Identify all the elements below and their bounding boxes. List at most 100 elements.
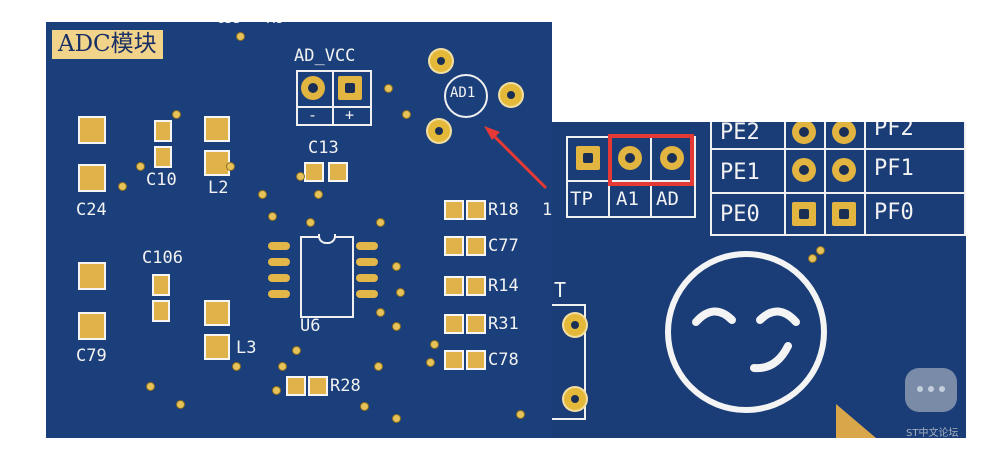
via — [516, 410, 525, 419]
tp-label: TP — [570, 188, 593, 210]
u6-pin-1 — [268, 242, 290, 250]
u6-pin-4 — [268, 290, 290, 298]
pf2-label: PF2 — [874, 122, 914, 141]
c10-pad-1 — [154, 120, 172, 142]
u6-pin-5 — [356, 242, 378, 250]
r18-pad-1 — [444, 200, 464, 220]
via — [272, 386, 281, 395]
r14-label: R14 — [488, 276, 519, 296]
c78-pad-2 — [466, 350, 486, 370]
c77-pad-2 — [466, 236, 486, 256]
via — [226, 162, 235, 171]
via — [426, 358, 435, 367]
via — [236, 32, 245, 41]
via — [146, 382, 155, 391]
l2-pad-1 — [204, 116, 230, 142]
pe1-label: PE1 — [720, 160, 760, 185]
c79-label: C79 — [76, 346, 107, 366]
ad1-label: AD1 — [450, 85, 476, 101]
t-pin-2 — [562, 386, 588, 412]
watermark-text: ST中文论坛 — [906, 428, 959, 439]
ad1-via-bottom — [426, 118, 452, 144]
tp-pin — [576, 146, 600, 170]
pin-header-board: TP A1 AD PE2 PE1 PE0 PF2 PF1 PF0 T — [552, 122, 966, 438]
r14-pad-1 — [444, 276, 464, 296]
pe-pf-divider — [710, 192, 966, 194]
via — [232, 362, 241, 371]
via — [808, 254, 817, 263]
u6-label: U6 — [300, 316, 321, 336]
r18-pad-2 — [466, 200, 486, 220]
via — [392, 262, 401, 271]
c77-label: C77 — [488, 236, 519, 256]
c78-label: C78 — [488, 350, 519, 370]
ad-vcc-pin-minus — [301, 76, 325, 100]
via — [360, 402, 369, 411]
r28-pad-2 — [308, 376, 328, 396]
u6-outline — [300, 236, 354, 318]
edge-pin-1-label: 1 — [542, 200, 552, 220]
ad-vcc-pin-plus — [338, 76, 362, 100]
c78-pad-1 — [444, 350, 464, 370]
pf0-label: PF0 — [874, 200, 914, 225]
via — [376, 218, 385, 227]
corner-triangle — [836, 404, 876, 438]
pe-pf-divider — [864, 122, 866, 236]
via — [268, 212, 277, 221]
c13-label: C13 — [308, 138, 339, 158]
via — [296, 172, 305, 181]
c10-label: C10 — [146, 170, 177, 190]
ad-vcc-divider — [332, 70, 334, 126]
via — [172, 110, 181, 119]
ad1-ring — [444, 74, 488, 118]
c24-label: C24 — [76, 200, 107, 220]
u6-pin-7 — [356, 274, 378, 282]
pe2-pin — [792, 122, 816, 144]
c24-pad-1 — [78, 116, 106, 144]
c13-pad-1 — [304, 162, 324, 182]
r31-pad-1 — [444, 314, 464, 334]
ad-vcc-label: AD_VCC — [294, 46, 356, 66]
r31-label: R31 — [488, 314, 519, 334]
ad-label: AD — [656, 188, 679, 210]
l3-pad-2 — [204, 334, 230, 360]
c10-pad-2 — [154, 146, 172, 168]
via — [314, 190, 323, 199]
pf1-label: PF1 — [874, 156, 914, 181]
ad1-via-right — [498, 82, 524, 108]
pe2-label: PE2 — [720, 122, 760, 145]
ad-vcc-connector — [296, 70, 372, 126]
adc-module-board: C55 X8 ADC模块 AD_VCC - + AD1 C13 C24 C10 … — [46, 22, 552, 438]
t-connector-outline — [552, 304, 586, 420]
pf0-pin — [832, 202, 856, 226]
via — [292, 346, 301, 355]
c13-pad-2 — [328, 162, 348, 182]
via — [402, 110, 411, 119]
top-edge-partial-label: C55 X8 — [216, 22, 283, 26]
pf2-pin — [832, 122, 856, 144]
a1-pin — [618, 146, 642, 170]
pe-pf-divider — [824, 122, 826, 236]
header-divider — [650, 136, 652, 218]
r28-label: R28 — [330, 376, 361, 396]
via — [176, 400, 185, 409]
via — [278, 362, 287, 371]
pe-pf-divider — [710, 148, 966, 150]
r28-pad-1 — [286, 376, 306, 396]
pf1-pin — [832, 158, 856, 182]
ad-vcc-minus-label: - — [308, 106, 318, 124]
ad-vcc-plus-label: + — [345, 106, 355, 124]
r31-pad-2 — [466, 314, 486, 334]
l3-pad-1 — [204, 300, 230, 326]
pe-pf-divider — [784, 122, 786, 236]
smiley-logo — [665, 251, 827, 413]
via — [306, 218, 315, 227]
t-label: T — [554, 278, 567, 302]
forum-logo-icon — [905, 368, 957, 412]
via — [118, 182, 127, 191]
ad-vcc-divider-h — [296, 106, 372, 108]
r18-label: R18 — [488, 200, 519, 220]
via — [136, 162, 145, 171]
c106-label: C106 — [142, 248, 183, 268]
via — [392, 322, 401, 331]
